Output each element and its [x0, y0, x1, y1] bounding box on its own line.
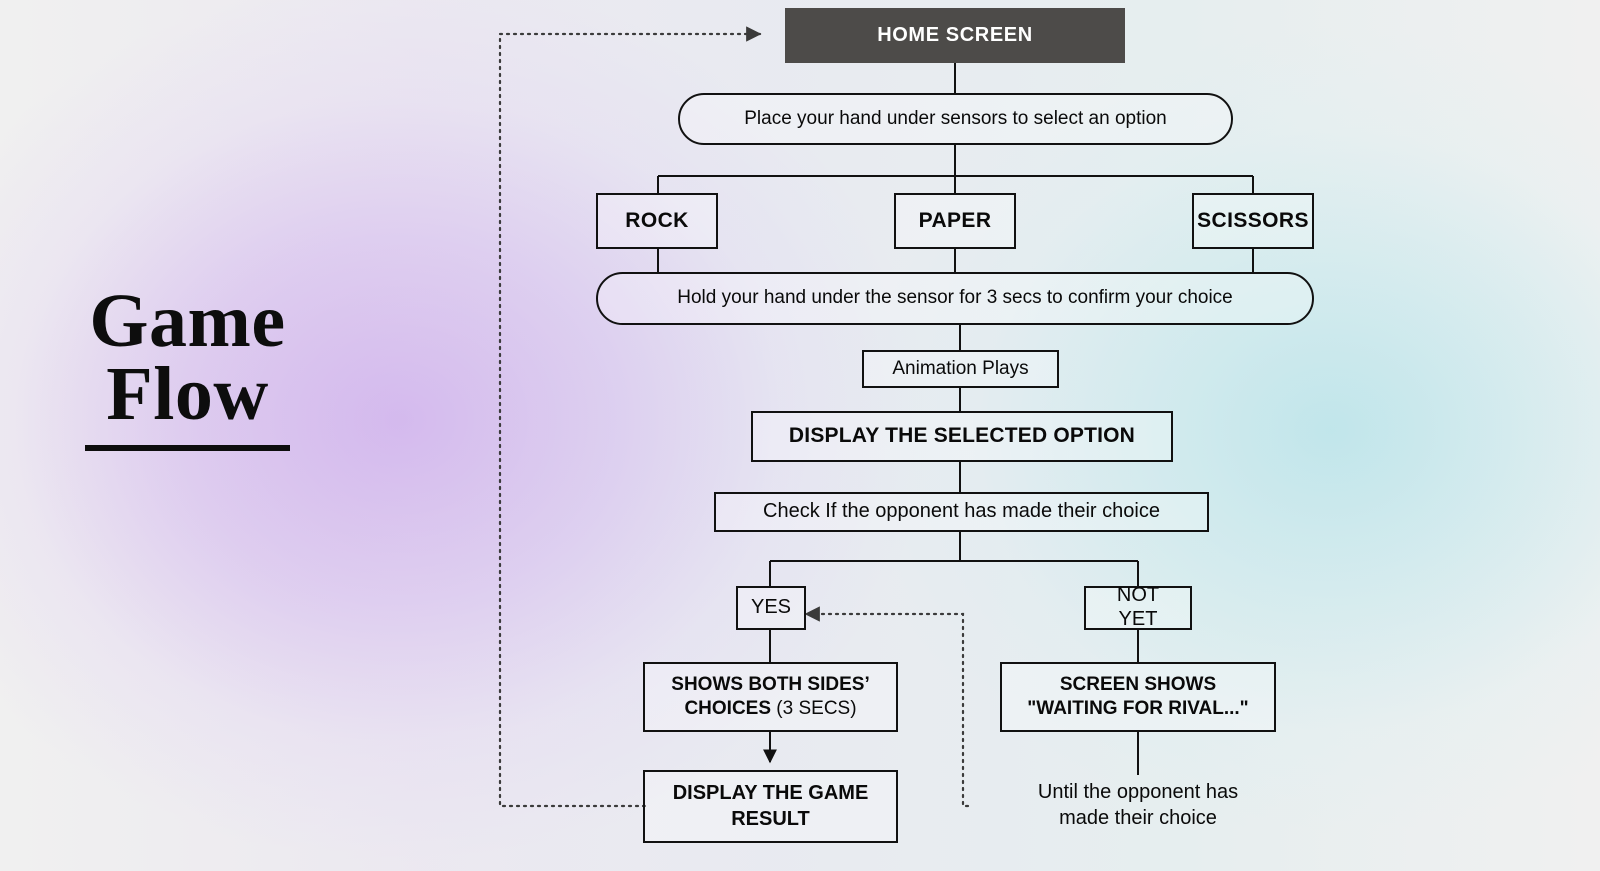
node-yes-label: YES [750, 596, 792, 619]
node-shows-both-line-2: CHOICES (3 SECS) [684, 698, 856, 720]
node-hold-hand-label: Hold your hand under the sensor for 3 se… [677, 287, 1233, 309]
node-check-opponent-label: Check If the opponent has made their cho… [763, 500, 1160, 523]
node-shows-both-choices-text: CHOICES [684, 698, 772, 719]
node-display-selected-option-label: DISPLAY THE SELECTED OPTION [788, 424, 1136, 448]
node-screen-shows-line-2: "WAITING FOR RIVAL..." [1027, 698, 1249, 719]
node-hold-hand[interactable]: Hold your hand under the sensor for 3 se… [596, 272, 1314, 325]
node-yes[interactable]: YES [736, 586, 806, 630]
node-rock[interactable]: ROCK [596, 193, 718, 249]
node-check-opponent[interactable]: Check If the opponent has made their cho… [714, 492, 1209, 532]
node-screen-shows-line-1: SCREEN SHOWS [1059, 673, 1217, 695]
node-scissors-label: SCISSORS [1197, 208, 1309, 232]
node-home-screen-label: HOME SCREEN [877, 23, 1033, 46]
node-not-yet[interactable]: NOT YET [1084, 584, 1192, 630]
node-shows-both-sides-choices[interactable]: SHOWS BOTH SIDES’ CHOICES (3 SECS) [643, 662, 898, 732]
node-scissors[interactable]: SCISSORS [1192, 193, 1314, 249]
node-animation-plays[interactable]: Animation Plays [862, 350, 1059, 388]
page-title-line-2: Flow [106, 351, 269, 436]
caption-until-opponent-line-2: made their choice [1059, 807, 1217, 829]
node-shows-both-line-1: SHOWS BOTH SIDES’ [671, 673, 870, 695]
node-display-selected-option[interactable]: DISPLAY THE SELECTED OPTION [751, 411, 1173, 462]
node-display-result-line-2: RESULT [731, 807, 810, 830]
node-not-yet-label: NOT YET [1116, 584, 1160, 630]
node-place-hand-label: Place your hand under sensors to select … [744, 107, 1167, 129]
node-display-result-line-1: DISPLAY THE GAME [672, 781, 869, 804]
page-title: Game Flow [80, 279, 295, 451]
node-place-hand[interactable]: Place your hand under sensors to select … [678, 93, 1233, 145]
node-animation-plays-label: Animation Plays [892, 357, 1029, 379]
caption-until-opponent-line-1: Until the opponent has [1037, 781, 1239, 804]
node-rock-label: ROCK [625, 208, 689, 232]
node-shows-both-secs-text: (3 SECS) [776, 698, 857, 719]
node-paper-label: PAPER [918, 208, 992, 232]
caption-until-opponent: Until the opponent has made their choice [1000, 775, 1276, 837]
page-title-line-1: Game [89, 279, 286, 363]
node-paper[interactable]: PAPER [894, 193, 1016, 249]
node-screen-shows-waiting[interactable]: SCREEN SHOWS "WAITING FOR RIVAL..." [1000, 662, 1276, 732]
node-home-screen[interactable]: HOME SCREEN [785, 8, 1125, 63]
node-display-game-result[interactable]: DISPLAY THE GAME RESULT [643, 770, 898, 843]
title-underline-rule [85, 444, 290, 451]
